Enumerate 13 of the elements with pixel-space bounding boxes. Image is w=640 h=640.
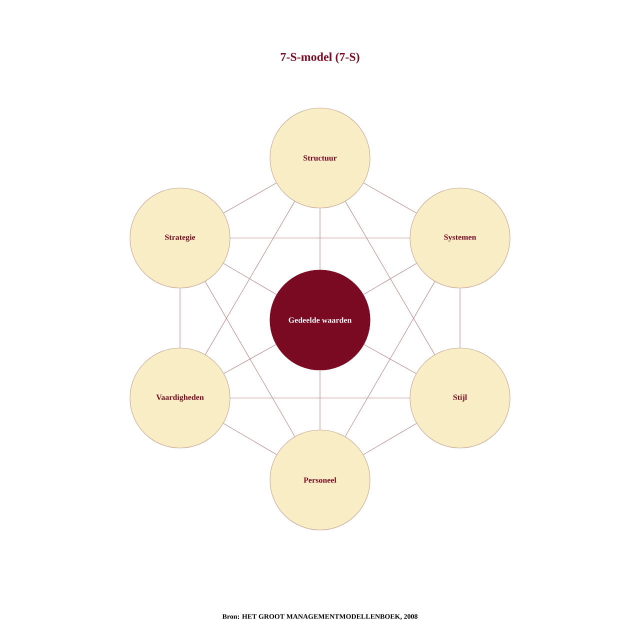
connector-line [344, 281, 436, 437]
connector-line [223, 263, 277, 295]
connector-line [205, 201, 295, 355]
connector-line [363, 182, 417, 214]
connector-line [345, 201, 435, 355]
connector-line [223, 182, 277, 214]
connector-line [204, 281, 296, 437]
connector-line [363, 423, 417, 455]
connector-line [223, 423, 277, 455]
connector-line [364, 344, 416, 374]
connector-line [363, 263, 417, 295]
connector-line [224, 344, 276, 374]
title: 7-S-model (7-S) [280, 52, 360, 64]
